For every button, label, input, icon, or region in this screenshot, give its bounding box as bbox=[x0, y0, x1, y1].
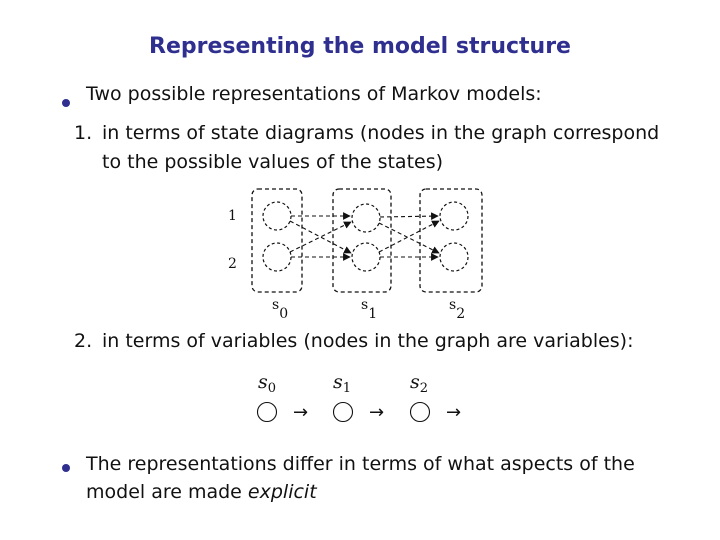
item-2-number: 2. bbox=[74, 330, 93, 352]
bullet-2-line-2-prefix: model are made bbox=[86, 481, 248, 503]
state-column-label-s2: s2 bbox=[449, 297, 465, 322]
state-node-s2-1 bbox=[439, 201, 469, 231]
item-1-line-2: to the possible values of the states) bbox=[102, 151, 444, 173]
transition-s1-1-to-s2-1 bbox=[379, 212, 439, 220]
item-1-number: 1. bbox=[74, 122, 93, 144]
variable-arrow-2: → bbox=[369, 402, 384, 423]
state-row-label-1: 1 bbox=[228, 208, 237, 224]
item-2-line-1: in terms of variables (nodes in the grap… bbox=[102, 330, 634, 352]
bullet-2-line-2: model are made explicit bbox=[86, 481, 317, 503]
state-column-label-s0: s0 bbox=[272, 297, 288, 322]
bullet-icon bbox=[62, 464, 70, 472]
variable-label-s2: s2 bbox=[410, 371, 428, 396]
bullet-2-emphasis: explicit bbox=[247, 481, 317, 503]
variable-node-s1 bbox=[332, 401, 354, 423]
state-column-box-s1 bbox=[332, 188, 392, 293]
state-node-s0-1 bbox=[262, 201, 292, 231]
variable-arrow-3: → bbox=[446, 402, 461, 423]
variable-label-s0: s0 bbox=[258, 371, 276, 396]
state-node-s1-2 bbox=[351, 242, 381, 272]
slide-title: Representing the model structure bbox=[149, 34, 571, 59]
transition-s0-2-to-s1-1 bbox=[289, 221, 352, 253]
item-1-line-1: in terms of state diagrams (nodes in the… bbox=[102, 122, 660, 144]
state-column-box-s0 bbox=[251, 188, 303, 293]
variable-arrow-1: → bbox=[293, 402, 308, 423]
transition-s1-2-to-s2-1 bbox=[378, 220, 440, 253]
state-node-s0-2 bbox=[262, 242, 292, 272]
transition-s0-1-to-s1-2 bbox=[289, 220, 352, 254]
bullet-2-line-1: The representations differ in terms of w… bbox=[86, 453, 635, 475]
state-node-s1-1 bbox=[351, 203, 381, 233]
state-column-box-s2 bbox=[419, 188, 483, 293]
bullet-1-text: Two possible representations of Markov m… bbox=[86, 83, 542, 105]
variable-node-s2 bbox=[409, 401, 431, 423]
state-column-label-s1: s1 bbox=[361, 297, 377, 322]
state-row-label-2: 2 bbox=[228, 256, 237, 272]
variable-node-s0 bbox=[256, 401, 278, 423]
state-node-s2-2 bbox=[439, 242, 469, 272]
variable-label-s1: s1 bbox=[333, 371, 351, 396]
bullet-icon bbox=[62, 99, 70, 107]
transition-s1-1-to-s2-2 bbox=[378, 222, 440, 254]
